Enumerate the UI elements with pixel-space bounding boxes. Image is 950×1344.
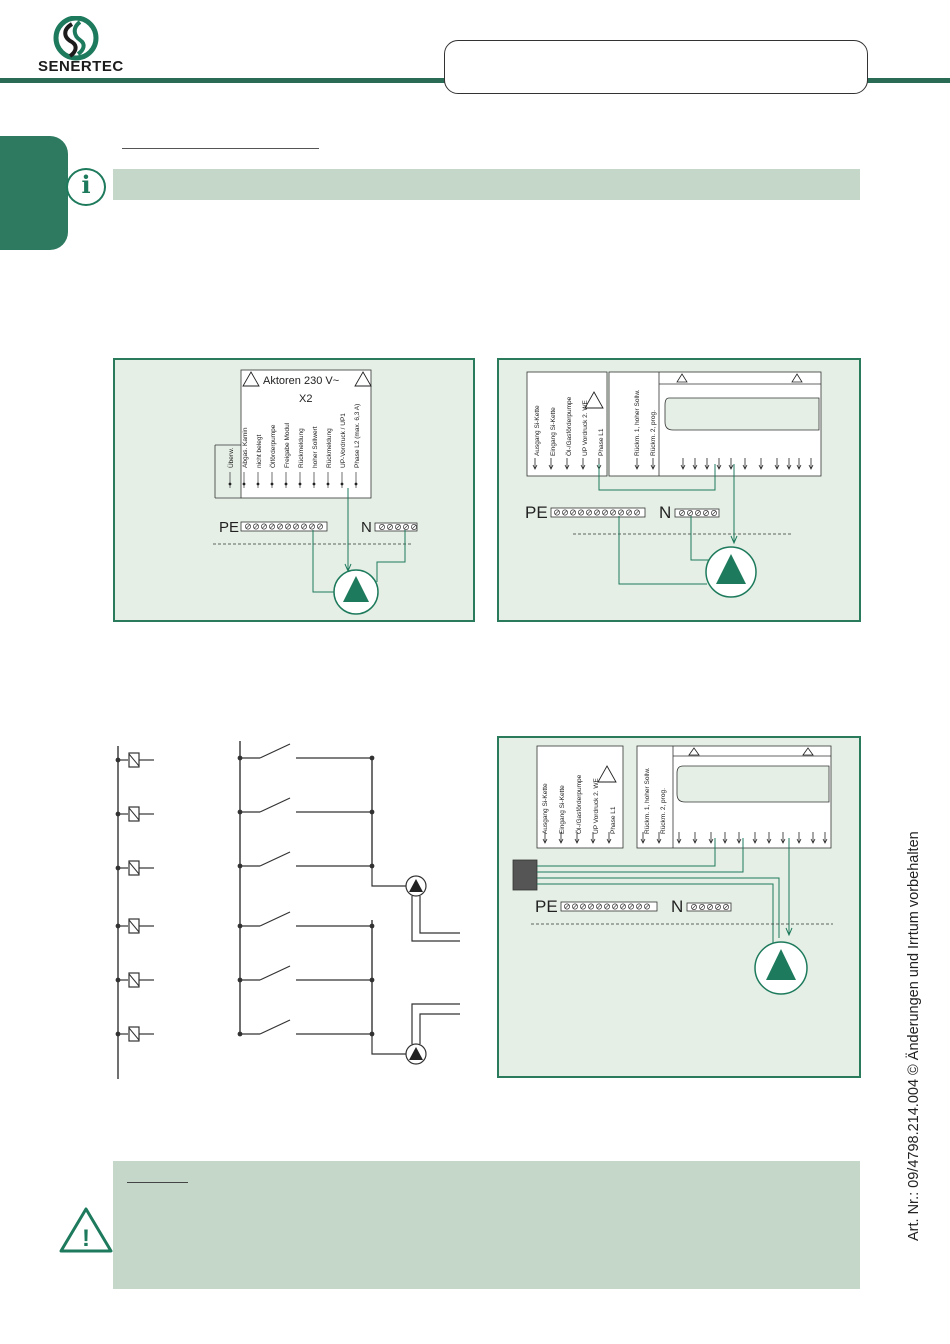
warning-icon: ! [59, 1207, 113, 1253]
page-title-box [444, 40, 868, 94]
terminal-label: Freigabe Modul [284, 422, 291, 468]
article-number-note: Art. Nr.: 09/4798.214.004 © Änderungen u… [906, 831, 922, 1241]
section-underline [122, 148, 319, 149]
terminal-label: Rückm. 1, hoher Sollw. [634, 389, 641, 456]
diagram1-header: Aktoren 230 V~ [263, 375, 339, 387]
header-rule-right [866, 78, 950, 83]
warning-box [113, 1161, 860, 1289]
terminal-label: Eingang Si-Kette [559, 785, 566, 834]
terminal-label: Öl-/Gasförderpumpe [575, 774, 583, 834]
diagram3-svg: Ausgang Si-Kette Eingang Si-Kette Öl-/Gasf… [512, 745, 833, 995]
switch-contact-icon [259, 965, 291, 981]
brand-name: SENERTEC [38, 58, 124, 75]
terminal-label: Ausgang Si-Kette [542, 783, 549, 834]
terminal-label: Rückmeldung [298, 428, 305, 468]
info-bar [113, 169, 860, 200]
svg-text:!: ! [82, 1225, 90, 1252]
terminal-label: Überw. [227, 448, 235, 468]
diagram1-pe-label: PE [219, 519, 239, 536]
terminal-label: UP Vordruck 2. WE [582, 399, 589, 456]
chapter-tab [0, 136, 68, 250]
diagram2-svg: Ausgang Si-Kette Eingang Si-Kette Öl-/Gasf… [525, 371, 822, 598]
terminal-label: Öl-/Gasförderpumpe [565, 396, 573, 456]
terminal-label: UP Vordruck 2. WE [593, 777, 600, 834]
diagram3-pe-label: PE [535, 897, 558, 916]
terminal-label: nicht belegt [256, 435, 263, 468]
switch-contact-icon [259, 797, 291, 813]
wiring-diagram-external: Ausgang Si-Kette Eingang Si-Kette Öl-/Gasf… [497, 736, 861, 1078]
warning-heading-underline [127, 1182, 188, 1183]
switch-contact-icon [259, 911, 291, 927]
switch-contact-icon [259, 743, 291, 759]
switch-contact-icon [259, 1019, 291, 1035]
terminal-label: Ölförderpumpe [269, 424, 277, 468]
terminal-label: Phase L1 [610, 806, 617, 834]
terminal-label: hoher Sollwert [312, 426, 319, 468]
diagram1-n-label: N [361, 519, 372, 536]
terminal-label: Phase L1 [598, 428, 605, 456]
terminal-label: Rückm. 1, hoher Sollw. [644, 767, 651, 834]
terminal-label: UP-Vordruck / UP1 [340, 413, 347, 468]
terminal-label: Ausgang Si-Kette [534, 405, 541, 456]
header-rule [0, 78, 446, 83]
terminal-label: Rückmeldung [326, 428, 333, 468]
switch-contact-icon [259, 851, 291, 867]
terminal-label: Abgas. Kamin [242, 427, 249, 468]
ladder-diagram [115, 741, 460, 1079]
wiring-diagram-actuators: Aktoren 230 V~ X2 Überw. Abgas. Kamin nich… [113, 358, 475, 622]
diagram1-connector: X2 [299, 393, 312, 405]
diagram3-n-label: N [671, 897, 683, 916]
diagram2-n-label: N [659, 503, 671, 522]
terminal-label: Rückm. 2, prog. [650, 410, 657, 456]
senertec-logo-icon [53, 16, 99, 61]
info-icon: i [66, 168, 106, 206]
terminal-label: Phase L2 (max. 6,3 A) [354, 404, 361, 468]
diagram2-pe-label: PE [525, 503, 548, 522]
terminal-label: Eingang Si-Kette [550, 407, 557, 456]
terminal-label: Rückm. 2, prog. [660, 788, 667, 834]
wiring-diagram-module: Ausgang Si-Kette Eingang Si-Kette Öl-/Gasf… [497, 358, 861, 622]
diagram1-svg: Aktoren 230 V~ X2 Überw. Abgas. Kamin nich… [213, 369, 418, 615]
